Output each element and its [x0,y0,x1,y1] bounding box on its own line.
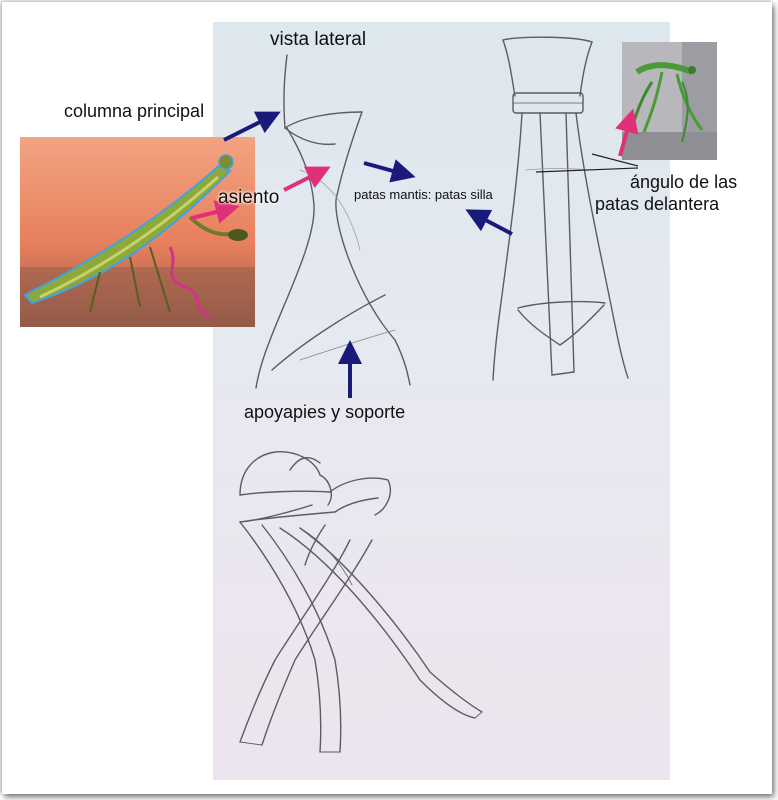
label-vista-lateral: vista lateral [270,29,366,51]
label-angulo-line2: patas delantera [595,194,719,215]
label-angulo-line1: ángulo de las [630,172,737,193]
label-apoyapies: apoyapies y soporte [244,402,405,423]
arrow-mantis-leg-right [620,120,630,156]
arrow-asiento [284,172,320,190]
label-columna-principal: columna principal [64,101,204,122]
arrow-mantis-leg-left [192,209,228,218]
label-asiento: asiento [218,187,279,209]
arrow-columna [224,117,270,140]
label-patas-mantis: patas mantis: patas silla [354,187,493,202]
arrow-patas-right [364,163,404,174]
arrow-patas-left [476,215,512,234]
angle-pointer-line-1 [592,154,638,166]
angle-pointer-line-2 [536,168,638,172]
